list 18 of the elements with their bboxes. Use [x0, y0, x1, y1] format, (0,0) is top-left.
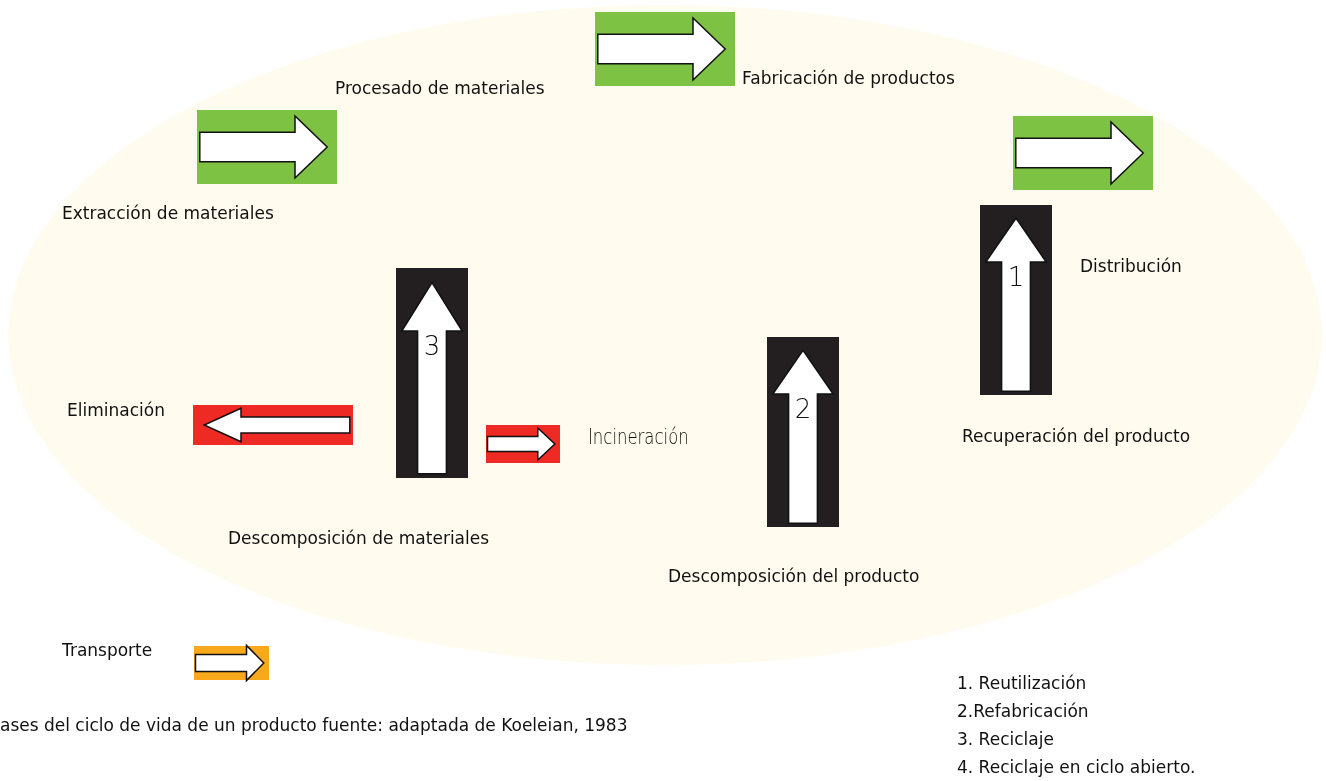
- list-item: 3. Reciclaje: [957, 729, 1054, 749]
- stage-label: Eliminación: [67, 400, 165, 420]
- stage-label: Procesado de materiales: [335, 78, 545, 98]
- arrow-number: 1: [1007, 262, 1025, 292]
- legend-label: Transporte: [62, 640, 153, 660]
- stage-label: Descomposición del producto: [668, 566, 920, 586]
- stage-label: Extracción de materiales: [62, 203, 274, 223]
- caption: ases del ciclo de vida de un producto fuente: adaptada de Koeleian, 1983: [0, 715, 628, 735]
- list-item: 1. Reutilización: [957, 673, 1087, 693]
- list-item: 2.Refabricación: [957, 701, 1089, 721]
- stage-label: Descomposición de materiales: [228, 528, 490, 548]
- arrow-number: 3: [423, 331, 441, 361]
- stage-label: Recuperación del producto: [962, 426, 1191, 446]
- stage-label: Distribución: [1080, 256, 1182, 276]
- stage-label: Incineración: [588, 424, 689, 449]
- list-item: 4. Reciclaje en ciclo abierto.: [957, 757, 1196, 777]
- arrow-number: 2: [794, 394, 812, 424]
- stage-label: Fabricación de productos: [742, 68, 955, 88]
